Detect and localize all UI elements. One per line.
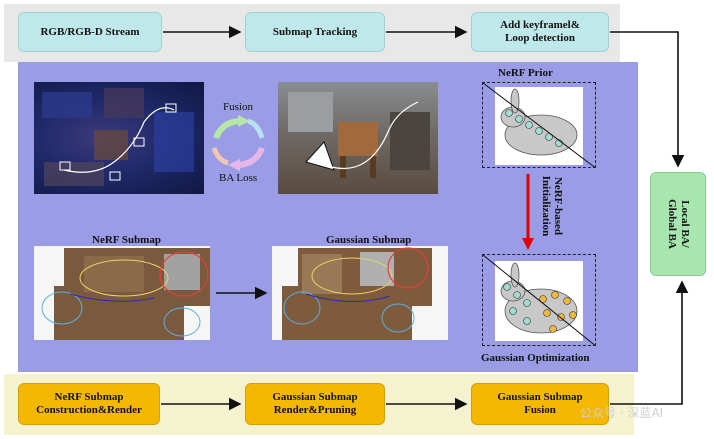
nerf-construct-box: NeRF Submap Construction&Render (18, 383, 160, 425)
gaussian-submap-label: Gaussian Submap (326, 234, 412, 246)
room-camera-image (278, 82, 438, 194)
fusion-label: Fusion (223, 101, 253, 113)
gaussian-submap-image (272, 246, 448, 340)
room-camera-overlay (288, 92, 430, 178)
rgb-stream-box: RGB/RGB-D Stream (18, 12, 162, 52)
keyframe-loop-box: Add keyframel& Loop detection (471, 12, 609, 52)
gaussian-bunny (483, 255, 595, 345)
gaussian-render-box: Gaussian Submap Render&Pruning (245, 383, 385, 425)
submap-tracking-box: Submap Tracking (245, 12, 385, 52)
nerf-bunny (483, 83, 595, 167)
watermark: 公众号 · 深蓝AI (580, 406, 664, 420)
nerf-submap-scene (41, 248, 210, 340)
ba-box: Local BA/ Global BA (650, 172, 706, 276)
ba-loss-label: BA Loss (219, 172, 258, 184)
pointcloud-overlay (42, 88, 194, 186)
gaussian-submap-scene (282, 247, 432, 340)
nerf-prior-label: NeRF Prior (498, 67, 553, 79)
gaussian-opt-frame (482, 254, 596, 346)
gaussian-opt-label: Gaussian Optimization (481, 352, 590, 364)
nerf-prior-frame (482, 82, 596, 168)
nerf-submap-image (34, 246, 210, 340)
nerf-submap-label: NeRF Submap (92, 234, 161, 246)
nerf-init-text: NeRF-based Initialization (540, 175, 564, 237)
pointcloud-trajectory-image (34, 82, 204, 194)
nerf-init-label: NeRF-based Initialization (540, 176, 564, 237)
gaussian-fusion-box: Gaussian Submap Fusion (471, 383, 609, 425)
ba-label: Local BA/ Global BA (665, 199, 691, 249)
